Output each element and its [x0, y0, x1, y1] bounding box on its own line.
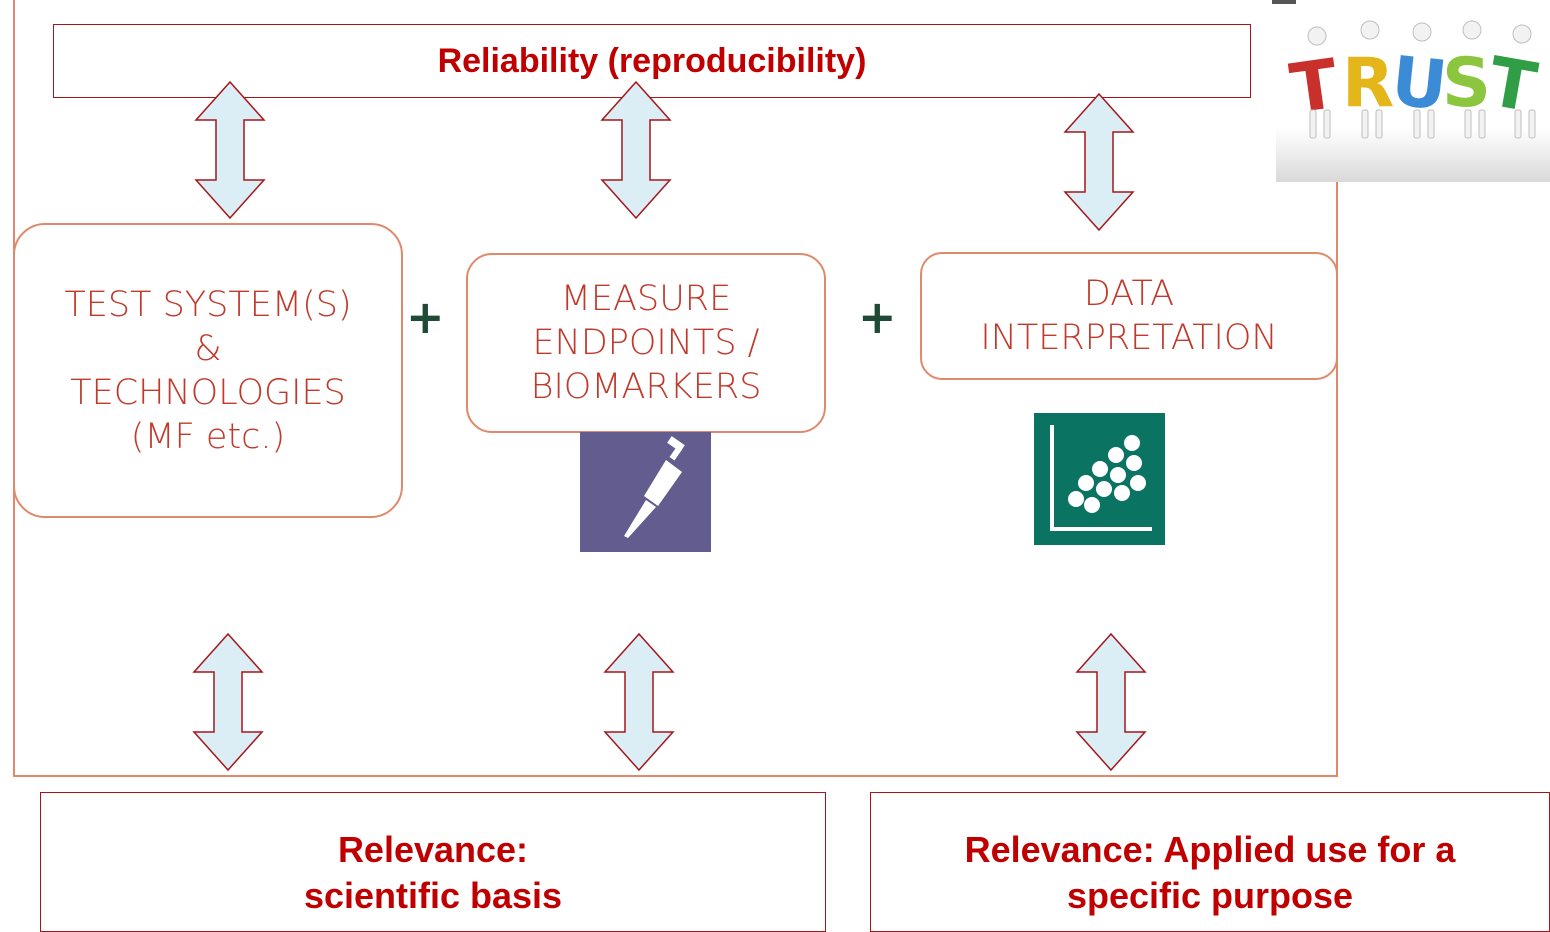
card-line: (MF etc.): [130, 416, 286, 457]
relevance-line: Relevance:: [337, 829, 529, 870]
scatter-plot-icon: [1034, 413, 1165, 545]
svg-text:R: R: [1342, 44, 1394, 123]
card-line: TECHNOLOGIES: [70, 372, 346, 413]
test-systems-card: TEST SYSTEM(S) & TECHNOLOGIES (MF etc.): [13, 223, 403, 518]
card-line: &: [194, 328, 222, 369]
card-line: DATA: [1083, 274, 1175, 314]
data-card: DATA INTERPRETATION: [920, 252, 1338, 380]
double-arrow-icon: [192, 632, 264, 772]
reliability-banner: Reliability (reproducibility): [53, 24, 1251, 98]
plus-sign: +: [858, 290, 897, 344]
measure-card: MEASURE ENDPOINTS / BIOMARKERS: [466, 253, 826, 433]
double-arrow-icon: [603, 632, 675, 772]
card-line: ENDPOINTS /: [532, 323, 760, 363]
double-arrow-icon: [1063, 92, 1135, 232]
double-arrow-icon: [1075, 632, 1147, 772]
card-line: INTERPRETATION: [980, 318, 1278, 358]
reliability-label: Reliability (reproducibility): [437, 41, 867, 80]
trust-logo: T R U S T: [1272, 0, 1550, 182]
relevance-applied-box: Relevance: Applied use for a specific pu…: [870, 792, 1550, 932]
double-arrow-icon: [600, 80, 672, 220]
relevance-line: Relevance: Applied use for a: [964, 829, 1456, 870]
card-line: MEASURE: [560, 279, 732, 319]
card-line: BIOMARKERS: [530, 367, 762, 407]
plus-sign: +: [406, 290, 445, 344]
relevance-line: scientific basis: [303, 875, 563, 916]
double-arrow-icon: [194, 80, 266, 220]
relevance-scientific-box: Relevance: scientific basis: [40, 792, 826, 932]
relevance-line: specific purpose: [1066, 875, 1354, 916]
pipette-icon: [580, 432, 711, 552]
trust-logo-icon: T R U S T: [1272, 0, 1550, 182]
card-line: TEST SYSTEM(S): [64, 284, 352, 325]
